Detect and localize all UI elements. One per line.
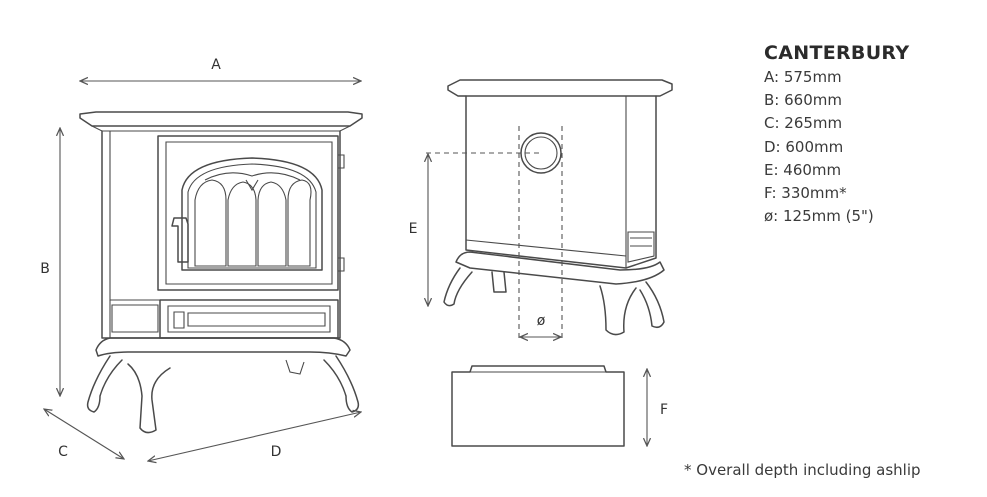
product-name: CANTERBURY xyxy=(764,42,910,64)
dimension-d-label: D xyxy=(271,444,282,460)
flue-diameter-label: ø xyxy=(537,313,546,329)
dimension-a-label: A xyxy=(211,57,221,73)
spec-flue: ø: 125mm (5") xyxy=(764,207,874,226)
dimension-c-label: C xyxy=(58,444,68,460)
top-view-stove xyxy=(451,365,625,447)
footnote: * Overall depth including ashlip xyxy=(684,461,921,479)
dimension-e-label: E xyxy=(409,221,418,237)
spec-d: D: 600mm xyxy=(764,137,844,156)
spec-f: F: 330mm* xyxy=(764,184,847,203)
spec-panel: CANTERBURY A: 575mm B: 660mm C: 265mm D:… xyxy=(764,42,979,228)
dimension-f-label: F xyxy=(660,402,668,418)
spec-b: B: 660mm xyxy=(764,91,842,110)
dimension-b-label: B xyxy=(40,261,50,277)
spec-c: C: 265mm xyxy=(764,114,843,133)
dimension-d-line xyxy=(148,412,361,461)
spec-a: A: 575mm xyxy=(764,68,842,86)
dimension-c-line xyxy=(44,409,124,459)
front-view-stove xyxy=(79,111,363,434)
spec-e: E: 460mm xyxy=(764,160,842,179)
side-view-stove xyxy=(443,79,673,336)
